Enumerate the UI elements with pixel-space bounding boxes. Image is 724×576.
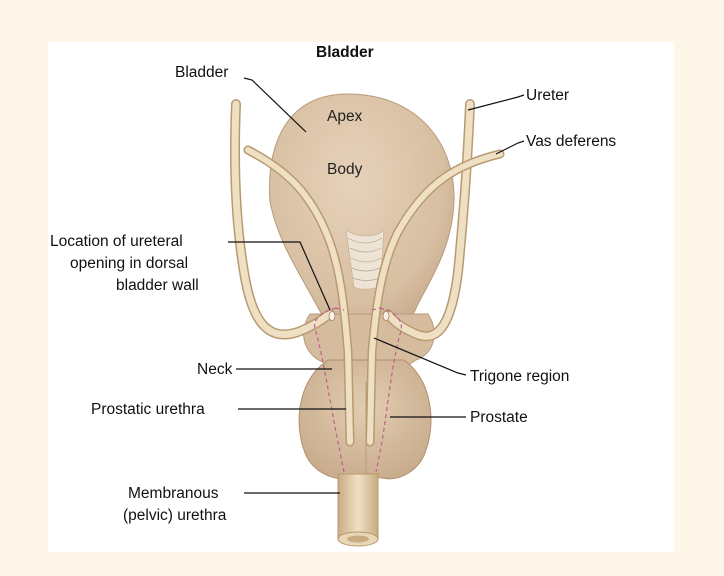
neck-label: Neck	[197, 361, 233, 378]
vas-deferens-label: Vas deferens	[526, 133, 616, 150]
membranous-label-1: Membranous	[128, 485, 219, 502]
prostatic-urethra-label: Prostatic urethra	[91, 401, 205, 418]
left-ureteral-opening	[328, 311, 336, 321]
bladder-label: Bladder	[175, 64, 228, 81]
bladder-leader	[243, 77, 307, 133]
prostate-shape	[298, 359, 432, 480]
dashed-urethra-outline	[314, 307, 402, 473]
membranous-urethra-shape	[337, 473, 379, 539]
apex-label: Apex	[327, 108, 363, 125]
bladder-shape	[269, 93, 455, 343]
diagram-panel: Bladder Apex Body Bladder Location of ur…	[48, 42, 674, 552]
trigone-label: Trigone region	[470, 368, 569, 385]
bladder-diagram: Bladder Apex Body Bladder Location of ur…	[50, 44, 616, 547]
body-label: Body	[327, 161, 363, 178]
ureteral-opening-label-2: opening in dorsal	[70, 255, 188, 272]
ureter-leader	[467, 94, 525, 111]
membranous-label-2: (pelvic) urethra	[123, 507, 227, 524]
ureteral-opening-label-3: bladder wall	[116, 277, 199, 294]
diagram-title: Bladder	[316, 44, 374, 61]
ureteral-opening-label-1: Location of ureteral	[50, 233, 183, 250]
trigone-leader	[373, 337, 467, 376]
ureter-label: Ureter	[526, 87, 569, 104]
vas-deferens-leader	[495, 140, 525, 155]
ureteral-opening-leader	[228, 241, 331, 311]
prostate-label: Prostate	[470, 409, 528, 426]
right-ureteral-opening	[382, 311, 390, 321]
